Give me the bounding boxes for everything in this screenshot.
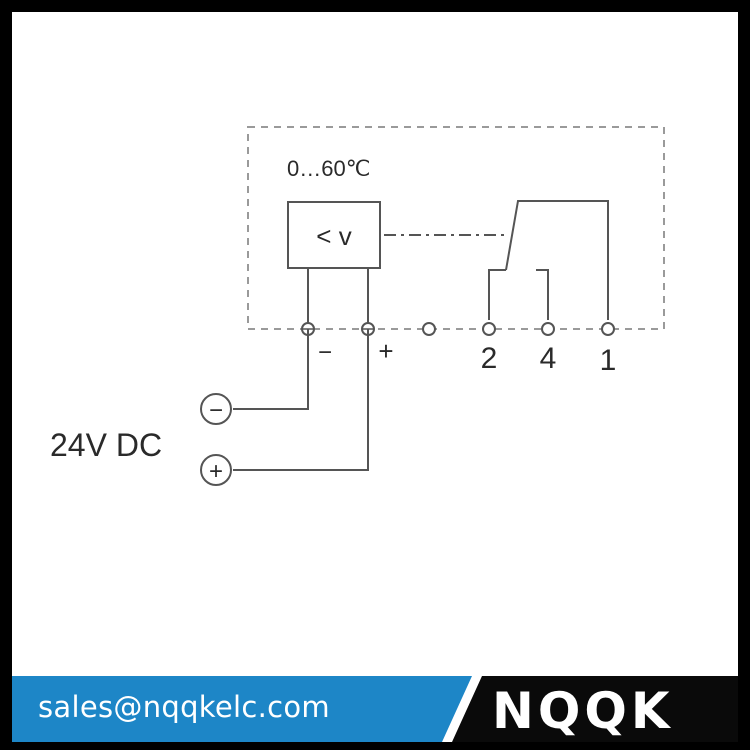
terminal-unused — [422, 322, 436, 336]
supply-plus-wire — [233, 329, 369, 471]
supply-plus-symbol: + — [200, 454, 232, 486]
svg-text:+: + — [209, 458, 223, 485]
contact-4-wire — [536, 269, 549, 320]
terminal-2 — [482, 322, 496, 336]
common-contact-wire — [505, 200, 609, 320]
comparator-label: < v — [316, 221, 351, 251]
temperature-range-label: 0…60℃ — [287, 156, 370, 181]
terminal-1 — [601, 322, 615, 336]
contact-2-label: 2 — [481, 342, 498, 375]
footer-banner-black — [452, 676, 738, 742]
svg-text:−: − — [209, 397, 223, 424]
contact-email: sales@nqqkelc.com — [38, 690, 330, 724]
supply-voltage-label: 24V DC — [50, 427, 162, 463]
brand-logo: NQQK — [492, 682, 674, 740]
contact-2-wire — [488, 269, 506, 320]
contact-1-label: 1 — [600, 344, 617, 377]
contact-4-label: 4 — [540, 342, 557, 375]
supply-minus-symbol: − — [200, 393, 232, 425]
housing-dashed-box — [247, 126, 665, 330]
terminal-4 — [541, 322, 555, 336]
footer-banner-blue — [12, 676, 472, 742]
comparator-box — [287, 201, 381, 269]
supply-minus-wire — [233, 329, 309, 410]
terminal-plus-label: + — [378, 336, 393, 366]
terminal-minus-label: − — [318, 339, 332, 366]
